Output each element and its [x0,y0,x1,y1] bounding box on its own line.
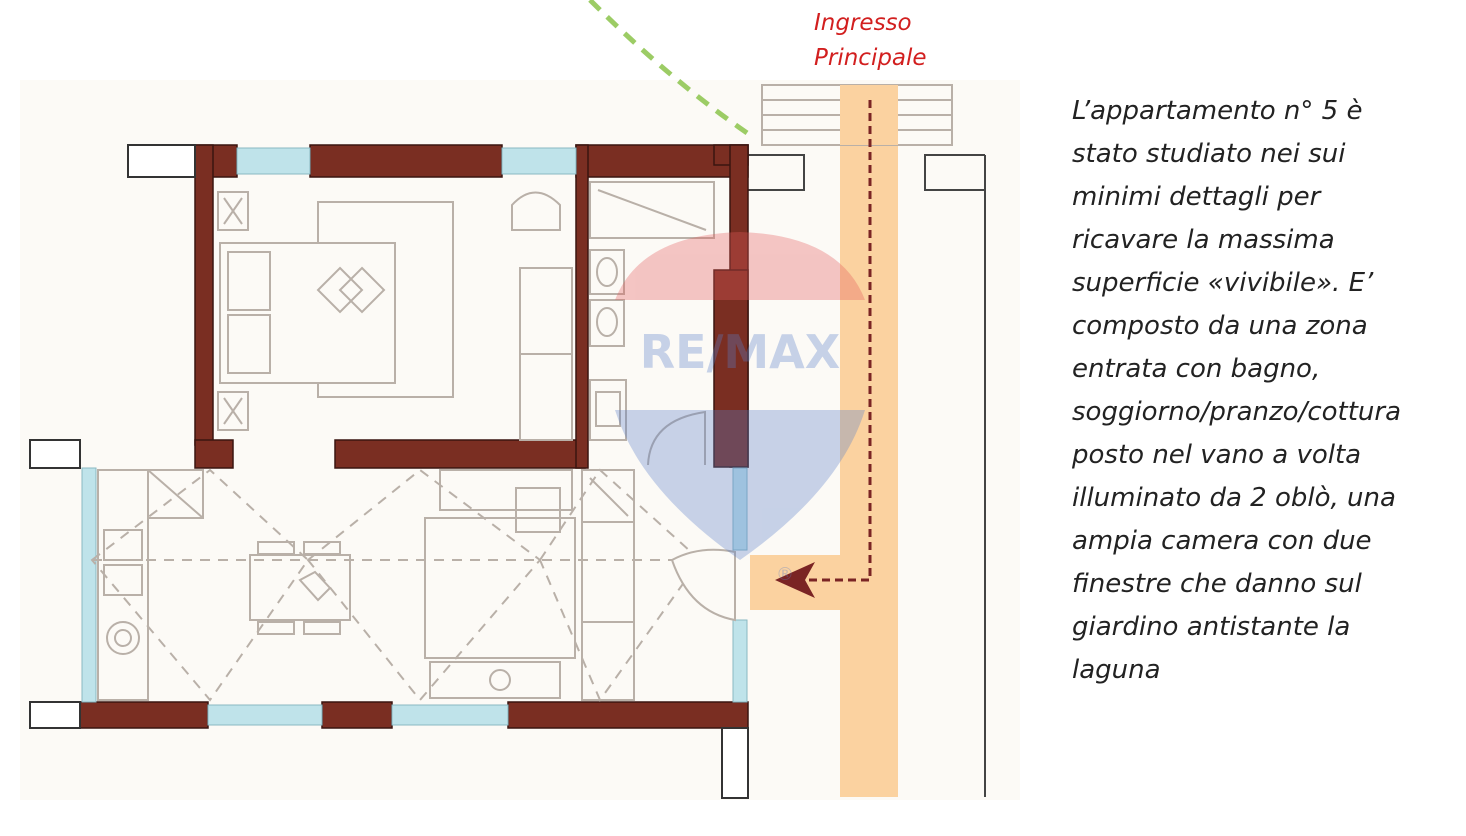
description-line: entrata con bagno, [1072,354,1321,384]
description-line: posto nel vano a volta [1072,440,1362,470]
apartment-description: L’appartamento n° 5 è stato studiato nei… [1072,90,1452,692]
entrance-label-line: Principale [814,45,927,71]
entrance-label: Ingresso Principale [814,6,927,76]
description-line: stato studiato nei sui [1072,139,1346,169]
description-line: laguna [1072,655,1161,685]
bedroom-furniture [217,191,573,441]
description-line: minimi dettagli per [1072,182,1321,212]
floor-plan: RE/MAX ® [29,0,986,799]
entry-path [800,100,872,582]
garden-arc [588,0,752,138]
bathroom-fixtures [589,181,715,466]
description-line: composto da una zona [1072,311,1368,341]
walls [79,144,749,729]
description-line: ricavare la massima [1072,225,1335,255]
description-line: soggiorno/pranzo/cottura [1072,397,1402,427]
description-line: superficie «vivibile». E’ [1072,268,1374,298]
description-line: finestre che danno sul [1072,569,1362,599]
description-line: giardino antistante la [1072,612,1351,642]
description-line: L’appartamento n° 5 è [1072,96,1363,126]
remax-logo-text: RE/MAX [640,325,841,379]
remax-registered-mark: ® [776,564,794,585]
entry-arrow [775,562,815,598]
entrance-label-line: Ingresso [814,10,912,36]
remax-watermark: RE/MAX ® [615,232,865,585]
description-line: ampia camera con due [1072,526,1372,556]
wall-caps [29,144,749,799]
windows [81,147,748,726]
building-outline [748,154,986,797]
living-furniture [90,468,736,703]
description-line: illuminato da 2 oblò, una [1072,483,1396,513]
